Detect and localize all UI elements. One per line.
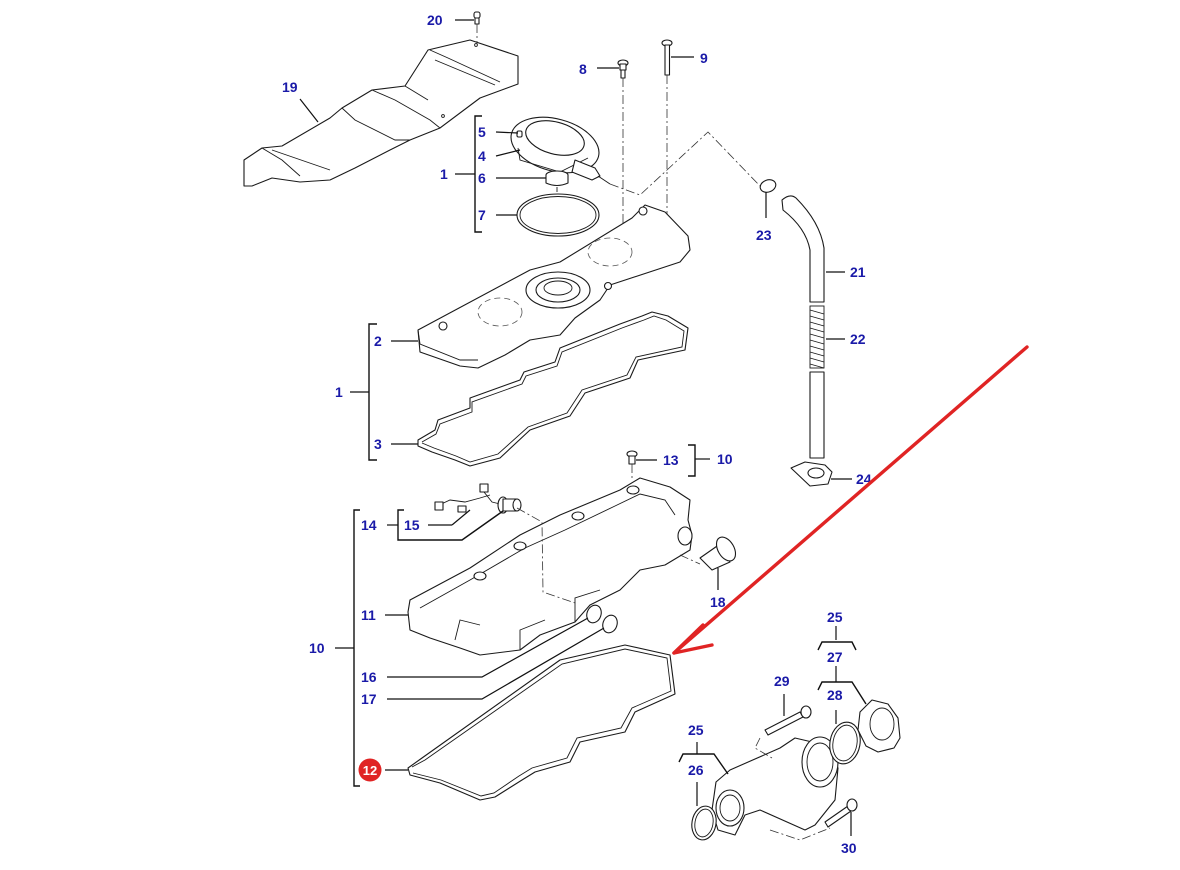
part-12-gasket (407, 644, 676, 801)
part-19-heat-shield (243, 39, 519, 187)
callout-7: 7 (478, 207, 486, 223)
part-9-bolt (661, 39, 673, 250)
part-27-filler-cap (857, 699, 901, 753)
callout-23: 23 (756, 227, 772, 243)
callout-10-lower: 10 (309, 640, 325, 656)
callout-6: 6 (478, 170, 486, 186)
red-arrow-annotation (672, 345, 1029, 655)
part-24-bracket (790, 461, 833, 487)
part-11-rocker-housing (407, 477, 693, 656)
callout-25-left: 25 (688, 722, 704, 738)
callouts: 20 19 8 9 5 4 1 6 7 23 21 22 2 1 3 13 10… (282, 12, 872, 856)
callout-13: 13 (663, 452, 679, 468)
part-26-o-ring (691, 805, 717, 841)
callout-10-upper: 10 (717, 451, 733, 467)
callout-14: 14 (361, 517, 377, 533)
callout-12: 12 (363, 763, 377, 778)
part-2-valve-cover (417, 204, 691, 369)
part-17-o-ring (602, 614, 618, 634)
part-7-o-ring (516, 193, 600, 237)
callout-5: 5 (478, 124, 486, 140)
part-13-bolt (626, 450, 638, 480)
part-5-screw (516, 130, 523, 138)
callout-28: 28 (827, 687, 843, 703)
part-16-o-ring (586, 604, 602, 624)
part-6-valve (545, 170, 569, 192)
callout-17: 17 (361, 691, 377, 707)
callout-8: 8 (579, 61, 587, 77)
callout-21: 21 (850, 264, 866, 280)
part-29-bolt (764, 705, 812, 736)
part-4-breather-housing (510, 116, 611, 185)
part-3-gasket (417, 311, 689, 467)
callout-20: 20 (427, 12, 443, 28)
callout-11: 11 (361, 607, 376, 623)
callout-22: 22 (850, 331, 866, 347)
part-15-wiring (434, 483, 501, 513)
callout-19: 19 (282, 79, 298, 95)
part-28-o-ring (829, 721, 861, 765)
callout-12-highlight: 12 (358, 758, 382, 782)
callout-25-right: 25 (827, 609, 843, 625)
callout-30: 30 (841, 840, 857, 856)
part-30-bolt (824, 798, 858, 828)
part-21-hose (781, 195, 825, 459)
part-22-spring (809, 305, 825, 369)
part-8-bolt (617, 59, 629, 232)
part-14-sensor (497, 496, 579, 605)
callout-29: 29 (774, 673, 790, 689)
part-18-plug (679, 536, 737, 571)
callout-16: 16 (361, 669, 377, 685)
part-20-screw (473, 11, 481, 44)
callout-9: 9 (700, 50, 708, 66)
highlight-badge (358, 758, 382, 782)
callout-2: 2 (374, 333, 382, 349)
callout-18: 18 (710, 594, 726, 610)
callout-1-lower: 1 (335, 384, 343, 400)
callout-27: 27 (827, 649, 843, 665)
callout-26: 26 (688, 762, 704, 778)
callout-3: 3 (374, 436, 382, 452)
leader-lines (299, 19, 867, 836)
callout-1-upper: 1 (440, 166, 448, 182)
part-25-oil-filler-neck (711, 736, 839, 841)
callout-15: 15 (404, 517, 420, 533)
callout-4: 4 (478, 148, 486, 164)
part-23-clamp (759, 179, 777, 193)
